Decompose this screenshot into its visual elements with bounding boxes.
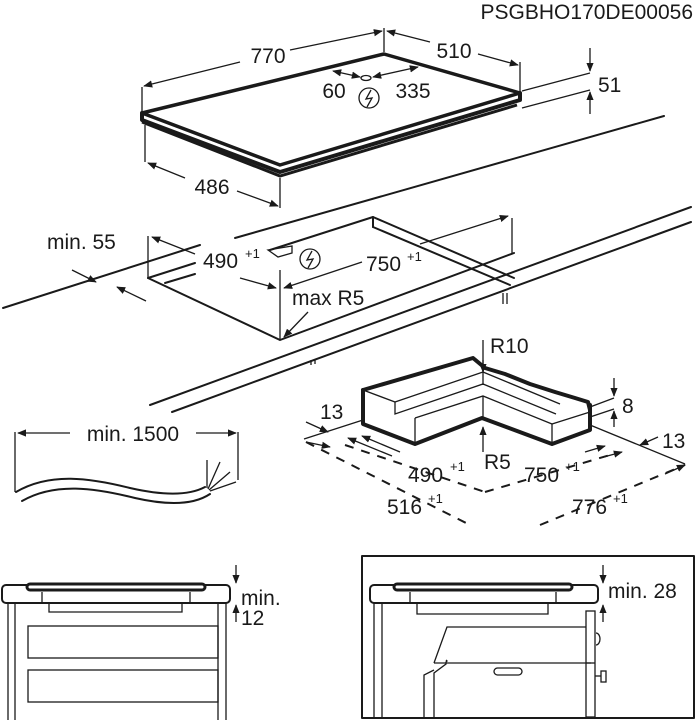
frame-inner-radius-label: R5 [484, 451, 511, 474]
hob-depth-label: 510 [436, 40, 471, 63]
cable-length-label: min. 1500 [87, 423, 179, 446]
corner-radius-label: max R5 [292, 287, 364, 310]
frame-outer-width-tolerance: +1 [613, 491, 628, 506]
drawer-front-2 [27, 669, 219, 703]
hob-bottom-depth-label: 486 [194, 176, 229, 199]
connection-hole [360, 74, 372, 82]
frame-inner-width-tolerance: +1 [565, 459, 580, 474]
install-oven-drawing: min. 28 [361, 555, 695, 719]
drawer-clearance-label: min. [241, 587, 281, 610]
frame-drawing: R10 R5 8 13 13 490 +1 750 +1 516 [303, 335, 686, 526]
frame-outer-width-label: 776 [572, 496, 607, 519]
cutout-width-label: 750 [366, 253, 401, 276]
frame-outer-depth-tolerance: +1 [428, 491, 443, 506]
cutout-width-tolerance: +1 [407, 249, 422, 264]
worktop-cutout-drawing: min. 55 490 +1 750 +1 max R5 [2, 115, 692, 413]
oven-clearance-label: min. 28 [608, 580, 677, 603]
frame-left-offset-label: 13 [320, 401, 343, 424]
cutout-depth-label: 490 [203, 250, 238, 273]
drawer-front-1 [27, 625, 219, 659]
frame-inner-depth-label: 490 [408, 464, 443, 487]
min-edge-label: min. 55 [47, 231, 116, 254]
drawer-clearance-value: 12 [241, 607, 264, 630]
install-drawer-drawing: min. 12 [1, 565, 281, 720]
hob-width-label: 770 [250, 45, 285, 68]
frame-outer-depth-label: 516 [387, 496, 422, 519]
hob-top-surface [140, 52, 522, 167]
frame-outer-radius-label: R10 [490, 335, 529, 358]
document-code: PSGBHO170DE00056 [481, 1, 693, 24]
frame-inner-depth-tolerance: +1 [450, 459, 465, 474]
cable-drawing: min. 1500 [14, 423, 239, 504]
cutout-electric-icon [299, 248, 321, 270]
connection-left-label: 60 [322, 80, 345, 103]
frame-inner-width-label: 750 [524, 464, 559, 487]
cutout-depth-tolerance: +1 [245, 246, 260, 261]
electric-connection-icon [358, 87, 380, 109]
hob-height-label: 51 [598, 74, 621, 97]
frame-height-label: 8 [622, 395, 634, 418]
frame-right-offset-label: 13 [662, 430, 685, 453]
hob-drawing: 770 510 60 335 51 486 [140, 28, 621, 208]
hob-edge [140, 91, 522, 174]
oven-handle [493, 667, 523, 676]
oven-knob [600, 670, 607, 683]
connection-right-label: 335 [395, 80, 430, 103]
